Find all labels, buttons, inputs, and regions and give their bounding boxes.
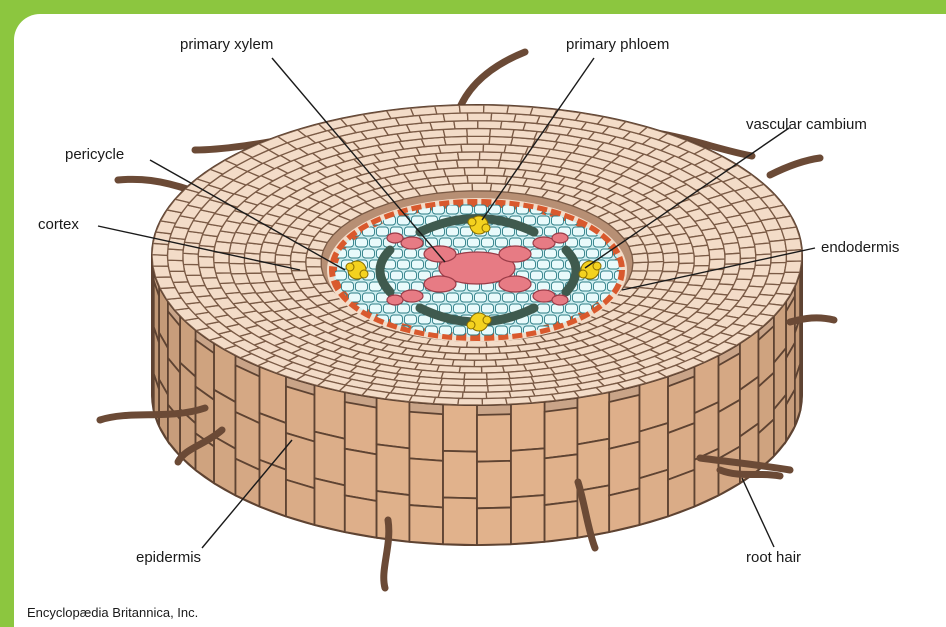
- label-endodermis: endodermis: [821, 239, 899, 256]
- label-cortex: cortex: [38, 216, 79, 233]
- credit-line: Encyclopædia Britannica, Inc.: [27, 605, 198, 620]
- label-primary-phloem: primary phloem: [566, 36, 669, 53]
- label-vascular-cambium: vascular cambium: [746, 116, 867, 133]
- label-primary-xylem: primary xylem: [180, 36, 273, 53]
- label-root-hair: root hair: [746, 549, 801, 566]
- label-epidermis: epidermis: [136, 549, 201, 566]
- label-pericycle: pericycle: [65, 146, 124, 163]
